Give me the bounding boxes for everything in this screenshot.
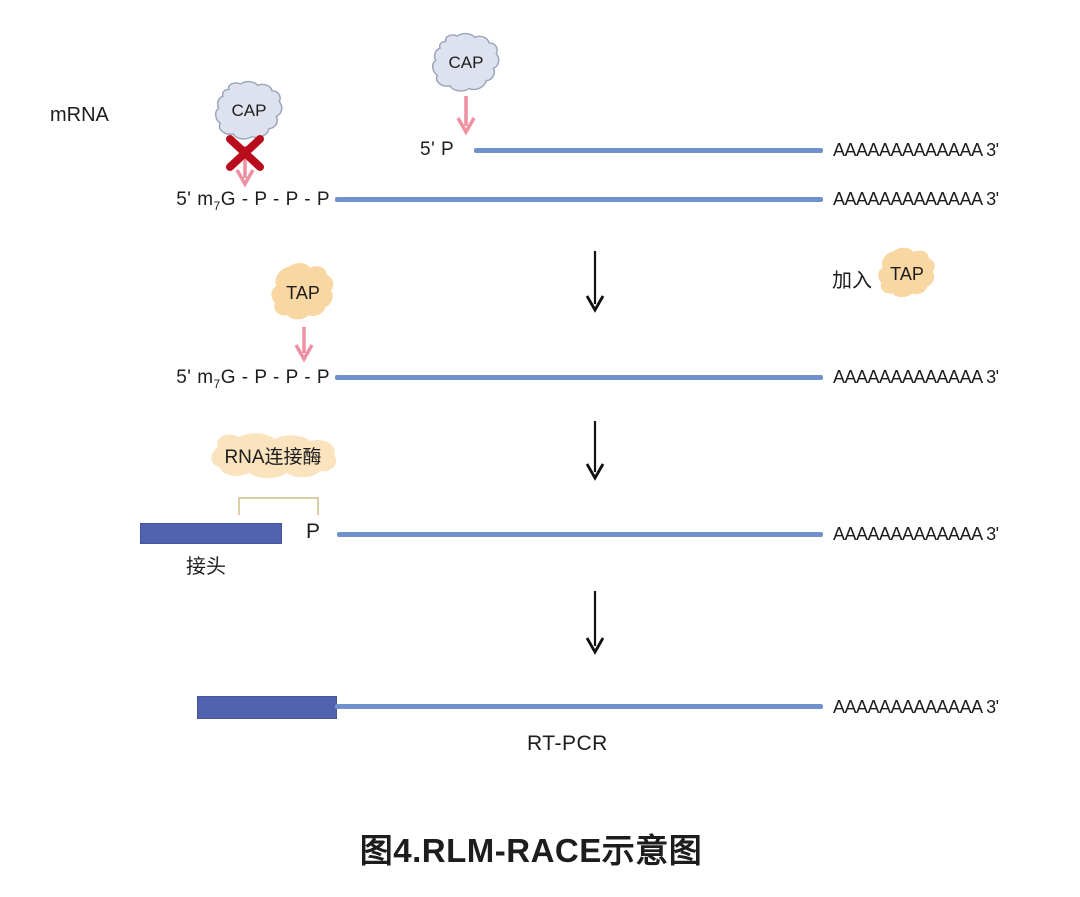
down-arrow-step1-icon — [585, 251, 605, 313]
poly-a-tail-row1: AAAAAAAAAAAAA 3' — [833, 140, 999, 160]
poly-a-tail-row2: AAAAAAAAAAAAA 3' — [833, 189, 999, 209]
figure-title: 图4.RLM-RACE示意图 — [359, 832, 703, 869]
red-x-icon — [226, 135, 264, 171]
down-arrow-step2-icon — [585, 421, 605, 481]
pink-arrow-cap-icon — [456, 96, 476, 136]
adapter-label: 接头 — [186, 556, 226, 578]
m7g-subscript: 7 — [213, 376, 221, 391]
ligation-bracket-icon — [238, 497, 319, 515]
mrna-line-row2 — [335, 197, 823, 202]
cap-blob-shape-icon — [431, 32, 500, 92]
cap-blob-left: CAP — [213, 80, 285, 142]
adapter-rect — [140, 523, 282, 544]
cap-blob-shape-icon — [214, 80, 283, 140]
m7g-suffix: G - P - P - P — [220, 189, 330, 210]
cap-label: CAP — [448, 53, 484, 72]
tap-label: TAP — [890, 263, 924, 284]
five-prime-p-label: 5' P — [420, 139, 455, 160]
poly-a-tail-row5: AAAAAAAAAAAAA 3' — [833, 697, 999, 717]
mrna-line-row4 — [337, 532, 823, 537]
cap-blob-top: CAP — [430, 32, 502, 94]
ligase-blob-shape-icon — [211, 433, 337, 479]
m7g-suffix: G - P - P - P — [220, 367, 330, 388]
tap-label: TAP — [286, 282, 320, 303]
mrna-line-row3 — [335, 375, 823, 380]
m7g-prefix: 5' m — [176, 367, 214, 388]
m7g-cap-label-row3: 5' m7G - P - P - P — [176, 367, 330, 395]
m7g-cap-label-row2: 5' m7G - P - P - P — [176, 189, 330, 217]
rna-ligase-blob: RNA连接酶 — [204, 429, 342, 481]
ligated-adapter-rect — [197, 696, 337, 719]
poly-a-tail-row4: AAAAAAAAAAAAA 3' — [833, 524, 999, 544]
cap-label: CAP — [231, 101, 267, 120]
down-arrow-step3-icon — [585, 591, 605, 655]
rt-pcr-label: RT-PCR — [527, 732, 608, 755]
phosphate-label: P — [306, 520, 321, 543]
add-tap-label: 加入 — [832, 270, 872, 292]
tap-blob-left: TAP — [268, 261, 338, 325]
mrna-label: mRNA — [50, 104, 109, 126]
tap-blob-right: TAP — [875, 246, 939, 302]
mrna-line-row1 — [474, 148, 823, 153]
m7g-subscript: 7 — [213, 198, 221, 213]
m7g-prefix: 5' m — [176, 189, 214, 210]
rna-ligase-label: RNA连接酶 — [224, 446, 322, 468]
tap-blob-shape-icon — [271, 263, 334, 320]
mrna-line-row5 — [335, 704, 823, 709]
poly-a-tail-row3: AAAAAAAAAAAAA 3' — [833, 367, 999, 387]
tap-blob-shape-icon — [878, 247, 935, 298]
pink-arrow-tap-icon — [294, 327, 314, 363]
